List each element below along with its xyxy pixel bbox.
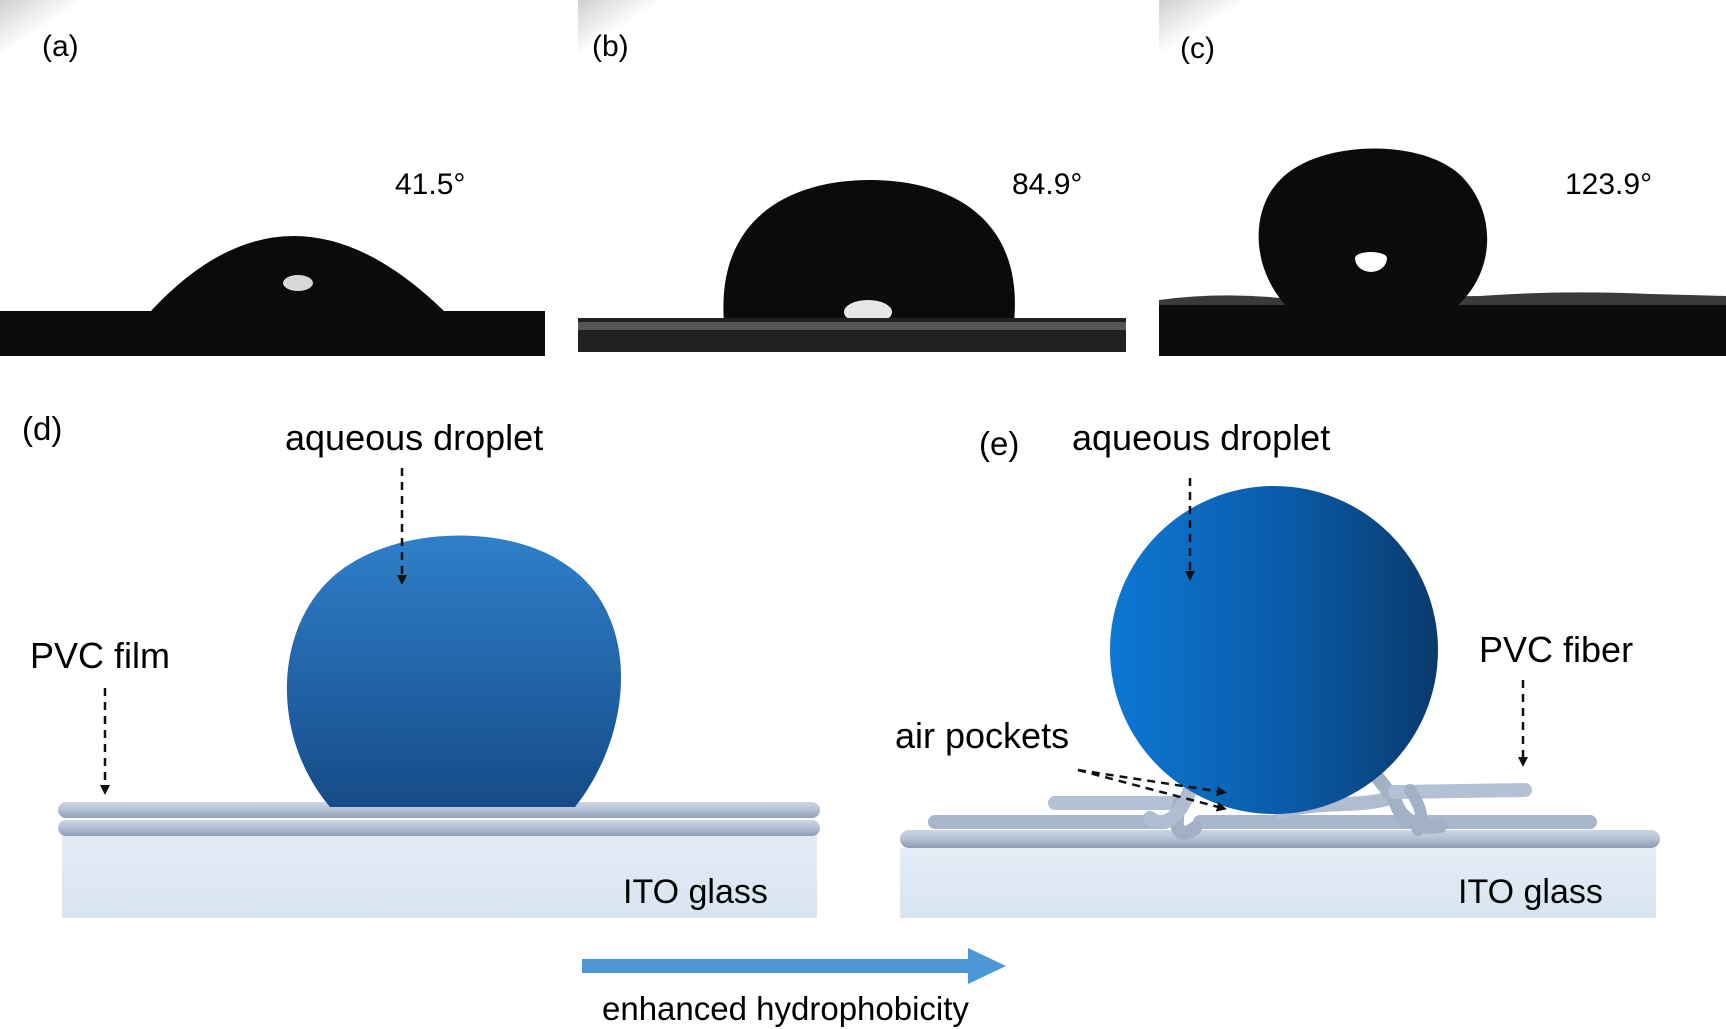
pvc-fiber-network [928, 771, 1597, 840]
schematic-panel-d: (d) aqueous droplet PVC film ITO glass [22, 410, 820, 918]
hydrophobicity-arrow: enhanced hydrophobicity [582, 948, 1006, 1027]
ito-glass-e [900, 848, 1656, 918]
air-pockets-label: air pockets [895, 715, 1069, 756]
substrate-label-d: ITO glass [623, 873, 768, 911]
pvc-fiber [1371, 771, 1447, 834]
panel-label-e: (e) [979, 425, 1019, 462]
photo-a-droplet [150, 236, 445, 312]
panel-label-b: (b) [592, 30, 629, 63]
pvc-fiber-label: PVC fiber [1479, 629, 1633, 670]
photo-a-highlight [283, 275, 313, 291]
droplet-label-e: aqueous droplet [1072, 417, 1330, 458]
pvc-film-layer-upper [58, 802, 820, 818]
photo-panel-c: (c) 123.9° [1159, 0, 1726, 356]
schematic-panel-e: (e) aqueous droplet PVC fiber air pocket… [895, 417, 1660, 918]
contact-angle-b: 84.9° [1012, 168, 1082, 201]
droplet-d [286, 535, 622, 807]
arrow-label: enhanced hydrophobicity [602, 990, 969, 1027]
ito-glass-d [62, 830, 817, 918]
substrate-label-e: ITO glass [1458, 873, 1603, 911]
contact-angle-a: 41.5° [395, 168, 465, 201]
pvc-film-label: PVC film [30, 635, 170, 676]
arrow-shaft [582, 959, 972, 973]
arrow-head [968, 948, 1006, 984]
photo-b-droplet [723, 180, 1015, 322]
photo-c-highlight [1355, 252, 1387, 272]
photo-a-substrate [0, 311, 545, 356]
photo-panel-b: (b) 84.9° [578, 0, 1126, 352]
pvc-fiber-base [900, 830, 1660, 848]
air-pockets-pointer-1 [1077, 768, 1227, 797]
panel-label-a: (a) [42, 30, 79, 63]
photo-panel-a: (a) 41.5° [0, 0, 545, 356]
photo-b-substrate-band [578, 322, 1126, 330]
air-pockets-pointer-2 [1077, 768, 1227, 812]
pvc-fiber [1404, 784, 1428, 836]
pvc-film-layer-lower [58, 820, 820, 836]
droplet-label-d: aqueous droplet [285, 417, 543, 458]
droplet-e [1110, 486, 1438, 814]
contact-angle-c: 123.9° [1565, 168, 1652, 201]
pvc-fiber [1143, 783, 1197, 830]
photo-c-substrate [1159, 305, 1726, 356]
panel-label-d: (d) [22, 410, 62, 447]
panel-label-c: (c) [1180, 32, 1215, 65]
photo-c-droplet [1258, 148, 1488, 310]
